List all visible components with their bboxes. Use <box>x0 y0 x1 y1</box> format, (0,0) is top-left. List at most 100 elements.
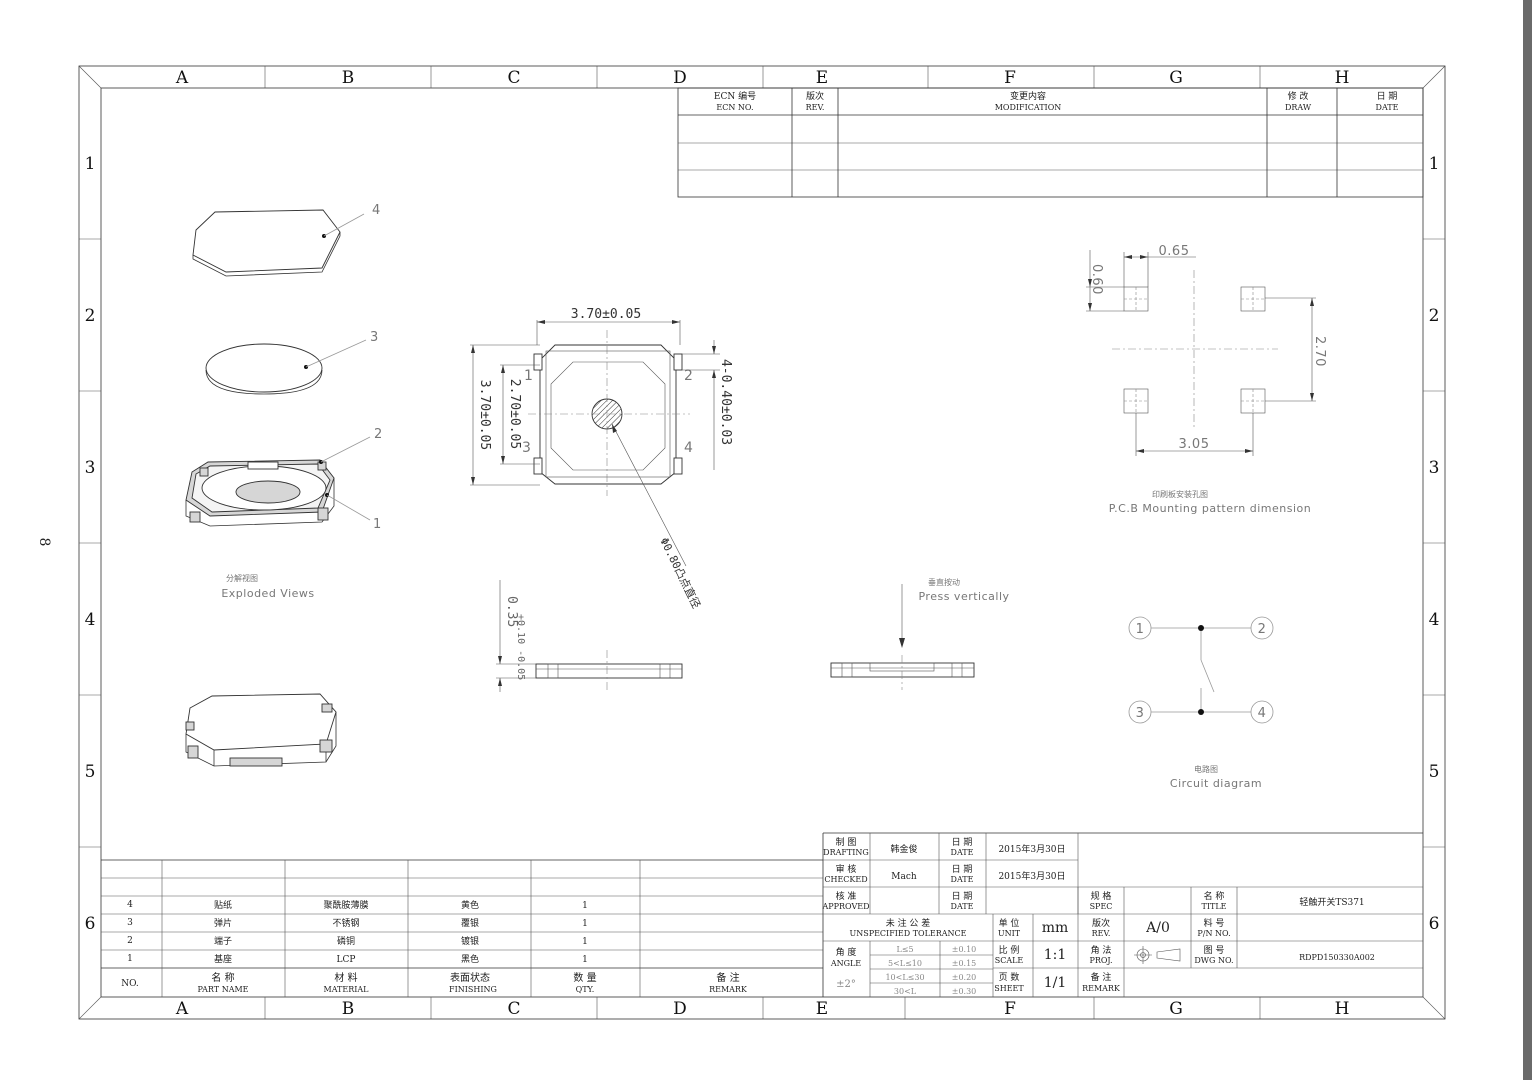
col-label: F <box>1004 68 1016 88</box>
grid-columns-top: A B C D E F G H <box>175 68 1350 88</box>
svg-text:2015年3月30日: 2015年3月30日 <box>998 843 1065 855</box>
col-label: A <box>175 68 189 88</box>
grid-columns-bottom: A B C D E F G H <box>175 999 1350 1019</box>
svg-text:REMARK: REMARK <box>1082 984 1121 993</box>
col-label: B <box>342 999 355 1019</box>
callout-1: 1 <box>373 517 382 532</box>
callout-4: 4 <box>372 203 381 218</box>
svg-text:核 准: 核 准 <box>836 890 857 902</box>
col-label: D <box>673 68 687 88</box>
svg-text:日 期: 日 期 <box>952 837 973 848</box>
svg-text:角 法: 角 法 <box>1091 944 1112 956</box>
dim-pcb-pitch-x: 3.05 <box>1179 437 1210 452</box>
svg-text:±2°: ±2° <box>836 979 856 990</box>
svg-text:端子: 端子 <box>214 935 232 947</box>
circuit-title-en: Circuit diagram <box>1170 777 1262 790</box>
svg-text:REV.: REV. <box>1092 929 1111 938</box>
svg-text:DRAFTING: DRAFTING <box>823 848 869 857</box>
dim-top-width: 3.70±0.05 <box>571 307 641 322</box>
svg-text:1: 1 <box>582 901 588 911</box>
assembled-view <box>185 693 337 767</box>
svg-text:APPROVED: APPROVED <box>821 902 869 911</box>
row-label: 5 <box>1429 762 1440 782</box>
svg-text:单 位: 单 位 <box>999 917 1020 929</box>
bom-table: 4 贴纸 聚酰胺薄膜 黄色 1 3 弹片 不锈钢 覆银 1 2 端子 磷铜 镀银… <box>101 859 823 997</box>
svg-text:4: 4 <box>127 900 133 910</box>
circuit-pin-1: 1 <box>1136 622 1145 637</box>
svg-text:1: 1 <box>582 937 588 947</box>
dim-terminal: 4-0.40±0.03 <box>718 359 733 445</box>
bom-header: NO. 名 称 PART NAME 材 料 MATERIAL 表面状态 FINI… <box>121 971 748 994</box>
outer-border <box>78 65 1446 1020</box>
svg-text:SPEC: SPEC <box>1090 902 1113 911</box>
circuit-pin-3: 3 <box>1136 706 1145 721</box>
row-label: 3 <box>85 458 96 478</box>
circuit-title-cn: 电路图 <box>1194 764 1218 774</box>
drawing-number: RDPD150330A002 <box>1299 953 1375 962</box>
table-row: 2 端子 磷铜 镀银 1 <box>127 935 588 947</box>
col-label: G <box>1169 68 1183 88</box>
row-label: 2 <box>1429 306 1440 326</box>
grid-ticks <box>79 66 1445 1019</box>
svg-text:DWG NO.: DWG NO. <box>1194 956 1233 965</box>
top-pin-3: 3 <box>522 440 531 456</box>
callout-3: 3 <box>370 330 379 345</box>
press-view: 垂直按动 Press vertically <box>830 577 1009 690</box>
circuit-diagram: 1 2 3 4 电路图 Circuit diagram <box>1128 616 1274 790</box>
page-marker: 8 <box>36 538 52 547</box>
rev-header-draw-cn: 修 改 <box>1288 90 1309 102</box>
svg-text:备 注: 备 注 <box>1091 971 1112 983</box>
svg-text:日 期: 日 期 <box>952 891 973 902</box>
svg-text:比 例: 比 例 <box>999 944 1020 956</box>
drawing-title: 轻触开关TS371 <box>1299 896 1364 908</box>
svg-text:2: 2 <box>127 936 133 946</box>
dim-button-dia: Φ0.80凸点直径 <box>657 535 703 610</box>
svg-text:1: 1 <box>582 955 588 965</box>
svg-text:DATE: DATE <box>951 875 974 884</box>
pcb-pattern: 0.60 0.65 2.70 3.05 印刷板安装孔图 P.C.B Mounti… <box>1086 244 1327 515</box>
svg-text:1: 1 <box>582 919 588 929</box>
col-label: E <box>816 68 828 88</box>
svg-text:表面状态: 表面状态 <box>450 971 490 984</box>
col-label: A <box>175 999 189 1019</box>
svg-text:韩金俊: 韩金俊 <box>890 843 917 855</box>
svg-text:备 注: 备 注 <box>716 971 739 984</box>
svg-text:不锈钢: 不锈钢 <box>332 917 359 929</box>
svg-text:3: 3 <box>127 918 133 928</box>
svg-text:REMARK: REMARK <box>709 985 748 994</box>
col-label: F <box>1004 999 1016 1019</box>
grid-rows-left: 1 2 3 4 5 6 <box>85 154 96 934</box>
circuit-pin-2: 2 <box>1258 622 1267 637</box>
svg-text:FINISHING: FINISHING <box>449 985 497 994</box>
rev-header-rev-cn: 版次 <box>806 90 824 102</box>
rev-header-mod-en: MODIFICATION <box>995 103 1062 112</box>
row-label: 2 <box>85 306 96 326</box>
svg-text:Mach: Mach <box>891 872 917 882</box>
svg-text:1: 1 <box>127 954 133 964</box>
svg-text:名 称: 名 称 <box>1204 890 1225 902</box>
scan-edge <box>1523 0 1532 1080</box>
svg-text:基座: 基座 <box>214 953 232 965</box>
rev-header-ecn-cn: ECN 编号 <box>714 90 756 102</box>
svg-text:黄色: 黄色 <box>461 899 479 911</box>
svg-text:DATE: DATE <box>951 848 974 857</box>
svg-text:贴纸: 贴纸 <box>214 899 232 911</box>
exploded-title-cn: 分解视图 <box>226 573 258 583</box>
col-label: G <box>1169 999 1183 1019</box>
press-title-en: Press vertically <box>918 590 1009 603</box>
svg-text:制 图: 制 图 <box>836 836 857 848</box>
side-view: 0.35 +0.10 -0.05 <box>496 580 683 692</box>
svg-text:材 料: 材 料 <box>334 971 357 984</box>
dim-pcb-pad-w: 0.65 <box>1159 244 1190 259</box>
top-pin-2: 2 <box>684 368 693 384</box>
svg-text:镀银: 镀银 <box>461 935 479 947</box>
svg-text:±0.10: ±0.10 <box>952 945 977 954</box>
svg-text:未 注 公 差: 未 注 公 差 <box>886 917 931 929</box>
svg-text:日 期: 日 期 <box>952 864 973 875</box>
row-label: 4 <box>85 610 96 630</box>
table-row: 3 弹片 不锈钢 覆银 1 <box>127 917 588 929</box>
row-label: 1 <box>1429 154 1440 174</box>
unit-value: mm <box>1042 920 1069 936</box>
rev-value: A/0 <box>1145 920 1170 936</box>
callout-2: 2 <box>374 427 383 442</box>
